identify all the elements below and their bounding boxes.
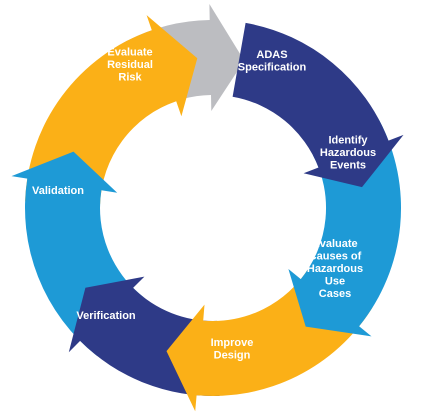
evaluate-causes-label-line: Causes of <box>309 251 362 263</box>
validation-label-line: Validation <box>32 185 84 197</box>
evaluate-causes-label-line: Hazardous <box>307 263 363 275</box>
identify-hazardous-events-label-line: Events <box>330 160 366 172</box>
evaluate-residual-risk-label-line: Evaluate <box>107 47 152 59</box>
identify-hazardous-events-label-line: Hazardous <box>320 147 376 159</box>
evaluate-residual-risk-label-line: Risk <box>118 72 142 84</box>
evaluate-residual-risk-label-line: Residual <box>107 59 153 71</box>
adas-specification-arrow <box>232 22 404 188</box>
identify-hazardous-events-arrow <box>288 119 402 337</box>
verification-label: Verification <box>76 310 136 322</box>
arrows-layer <box>11 4 404 412</box>
evaluate-causes-label-line: Evaluate <box>312 238 357 250</box>
adas-specification-label-line: Specification <box>238 61 307 73</box>
evaluate-causes-label-line: Use <box>325 276 345 288</box>
evaluate-causes-label-line: Cases <box>319 288 351 300</box>
improve-design-label-line: Improve <box>211 337 254 349</box>
verification-label-line: Verification <box>76 310 136 322</box>
improve-design-label-line: Design <box>214 349 251 361</box>
validation-label: Validation <box>32 185 84 197</box>
adas-specification-label-line: ADAS <box>256 49 287 61</box>
identify-hazardous-events-label-line: Identify <box>328 135 368 147</box>
